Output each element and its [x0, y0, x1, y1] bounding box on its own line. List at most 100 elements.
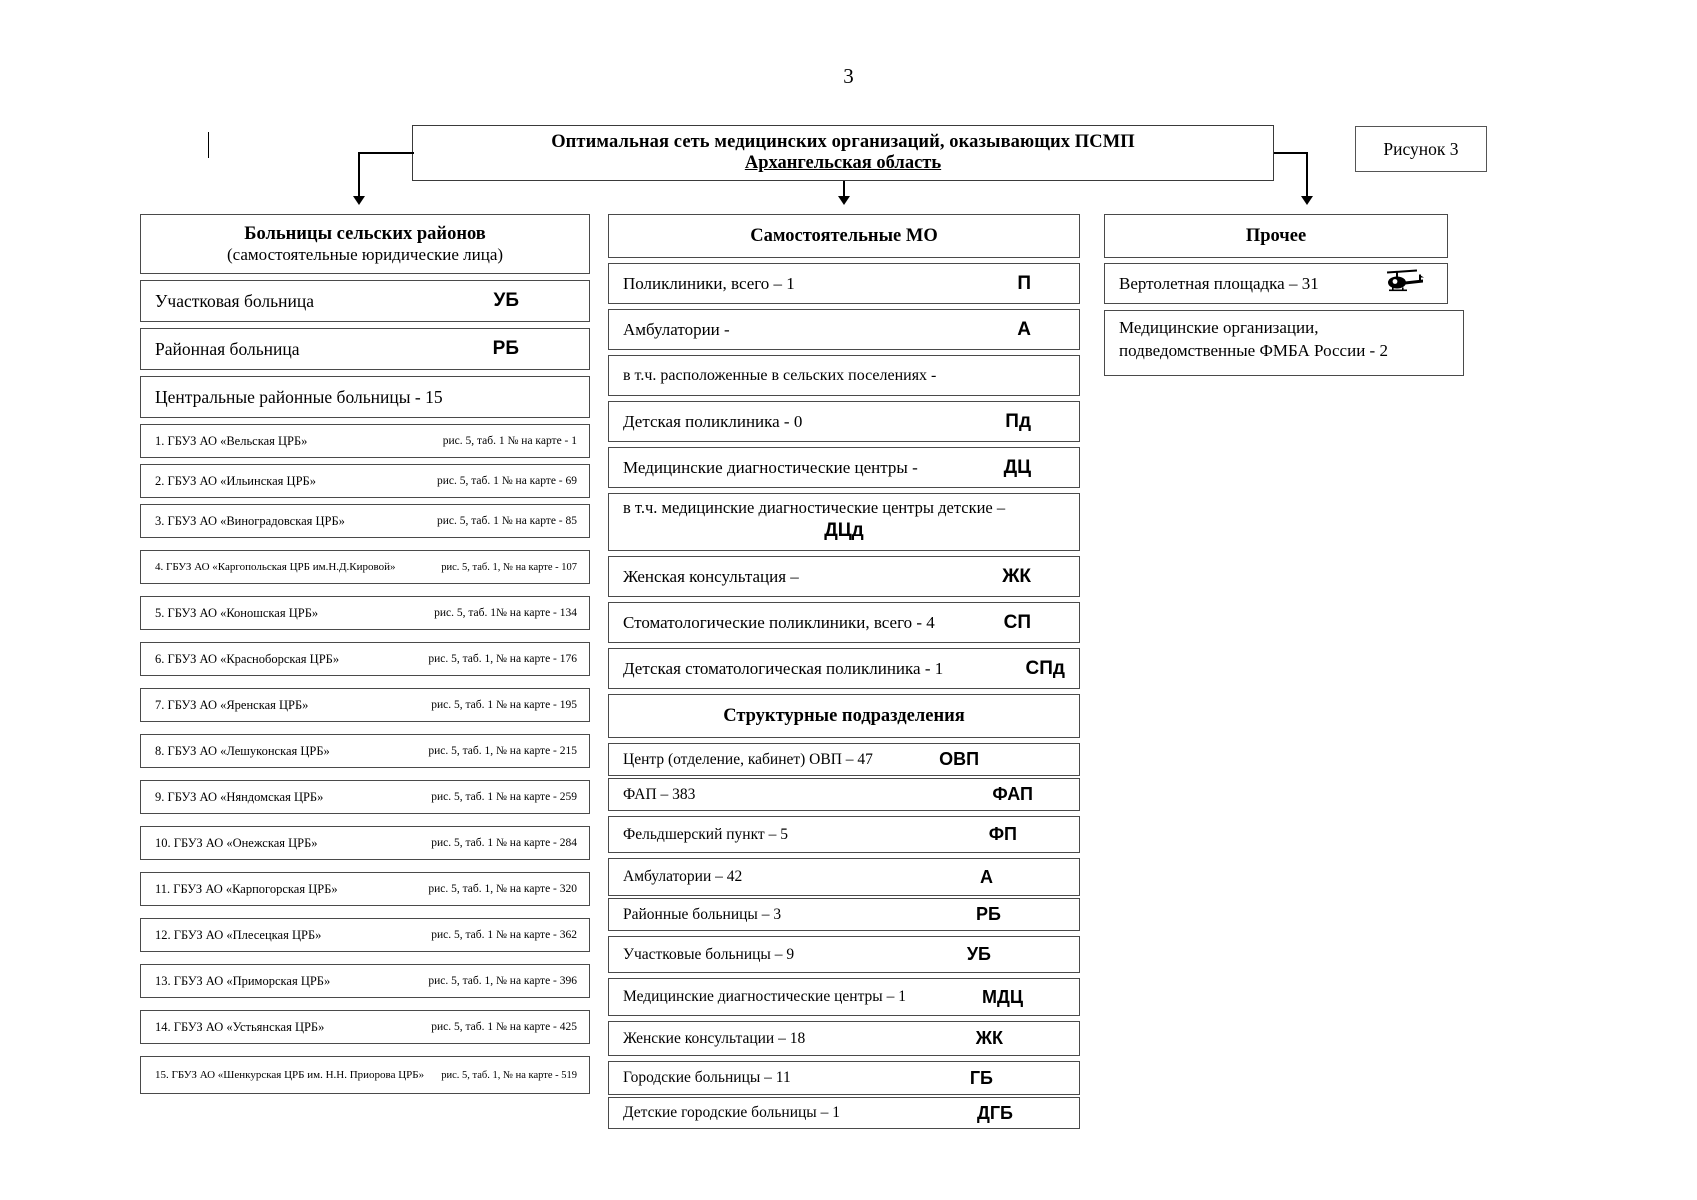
- row-label: Вертолетная площадка – 31: [1119, 273, 1319, 293]
- row-abbr: СП: [1003, 611, 1031, 633]
- table-row[interactable]: 13. ГБУЗ АО «Приморская ЦРБ» рис. 5, таб…: [140, 964, 590, 998]
- row-abbr: ДЦд: [824, 520, 864, 541]
- hospital-ref: рис. 5, таб. 1№ на карте - 134: [434, 607, 577, 619]
- connector-mid-arrow-icon: [838, 196, 850, 205]
- list-item-centralnye-rayonnye-bolnicy[interactable]: Центральные районные больницы - 15: [140, 376, 590, 418]
- list-item-ambulatorii[interactable]: Амбулатории - А: [608, 309, 1080, 350]
- list-item-feldsherskiy-punkt[interactable]: Фельдшерский пункт – 5 ФП: [608, 816, 1080, 853]
- row-label: Амбулатории -: [623, 319, 730, 339]
- list-item-detskaya-poliklinika[interactable]: Детская поликлиника - 0 Пд: [608, 401, 1080, 442]
- row-abbr: А: [980, 866, 993, 887]
- diagram-title-box: Оптимальная сеть медицинских организаций…: [412, 125, 1274, 181]
- table-row[interactable]: 14. ГБУЗ АО «Устьянская ЦРБ» рис. 5, таб…: [140, 1010, 590, 1044]
- connector-left-vertical: [358, 152, 360, 200]
- section-header-strukturnye-podrazdeleniya: Структурные подразделения: [608, 694, 1080, 738]
- row-label: Поликлиники, всего – 1: [623, 273, 795, 293]
- page-number: 3: [843, 64, 854, 88]
- list-item-rayonnye-bolnicy[interactable]: Районные больницы – 3 РБ: [608, 898, 1080, 931]
- row-abbr: МДЦ: [982, 986, 1023, 1007]
- row-abbr: ФП: [988, 824, 1017, 844]
- table-row[interactable]: 4. ГБУЗ АО «Каргопольская ЦРБ им.Н.Д.Кир…: [140, 550, 590, 584]
- row-abbr: Пд: [1005, 410, 1031, 432]
- row-label: Фельдшерский пункт – 5: [623, 825, 788, 843]
- table-row[interactable]: 7. ГБУЗ АО «Яренская ЦРБ» рис. 5, таб. 1…: [140, 688, 590, 722]
- row-label: Районные больницы – 3: [623, 905, 782, 923]
- margin-tick-mark: [208, 132, 209, 158]
- hospital-ref: рис. 5, таб. 1 № на карте - 362: [431, 929, 577, 941]
- connector-left-horizontal: [358, 152, 414, 154]
- row-abbr: ГБ: [969, 1067, 993, 1088]
- hospital-ref: рис. 5, таб. 1, № на карте - 396: [428, 975, 577, 987]
- row-label: в т.ч. расположенные в сельских поселени…: [623, 366, 937, 384]
- right-column: Прочее Вертолетная площадка – 31 Медицин…: [1104, 214, 1464, 376]
- table-row[interactable]: 2. ГБУЗ АО «Ильинская ЦРБ» рис. 5, таб. …: [140, 464, 590, 498]
- list-item-ambulatorii-42[interactable]: Амбулатории – 42 А: [608, 858, 1080, 896]
- hospital-ref: рис. 5, таб. 1 № на карте - 284: [431, 837, 577, 849]
- list-item-vertoletnaya-ploshchadka[interactable]: Вертолетная площадка – 31: [1104, 263, 1448, 304]
- list-item-gorodskie-bolnicy[interactable]: Городские больницы – 11 ГБ: [608, 1061, 1080, 1095]
- list-item-zhenskaya-konsultaciya[interactable]: Женская консультация – ЖК: [608, 556, 1080, 597]
- list-item-ovp[interactable]: Центр (отделение, кабинет) ОВП – 47 ОВП: [608, 743, 1080, 776]
- row-label: Городские больницы – 11: [623, 1069, 791, 1086]
- list-item-zhenskie-konsultacii[interactable]: Женские консультации – 18 ЖК: [608, 1021, 1080, 1056]
- list-item-diagnosticheskie-centry[interactable]: Медицинские диагностические центры - ДЦ: [608, 447, 1080, 488]
- list-item-stomatologicheskie-polikliniki[interactable]: Стоматологические поликлиники, всего - 4…: [608, 602, 1080, 643]
- row-abbr: ДГБ: [977, 1102, 1013, 1123]
- list-item-uchastkovaya-bolnica[interactable]: Участковая больница УБ: [140, 280, 590, 322]
- hospital-name: 10. ГБУЗ АО «Онежская ЦРБ»: [155, 835, 318, 850]
- hospital-ref: рис. 5, таб. 1, № на карте - 320: [428, 883, 577, 895]
- table-row[interactable]: 10. ГБУЗ АО «Онежская ЦРБ» рис. 5, таб. …: [140, 826, 590, 860]
- table-row[interactable]: 1. ГБУЗ АО «Вельская ЦРБ» рис. 5, таб. 1…: [140, 424, 590, 458]
- list-item-detskie-gorodskie-bolnicy[interactable]: Детские городские больницы – 1 ДГБ: [608, 1097, 1080, 1129]
- hospital-name: 3. ГБУЗ АО «Виноградовская ЦРБ»: [155, 513, 345, 528]
- row-label: Медицинские диагностические центры – 1: [623, 988, 906, 1005]
- row-label: Участковая больница: [155, 290, 314, 311]
- list-item-selskie-poseleniya[interactable]: в т.ч. расположенные в сельских поселени…: [608, 355, 1080, 396]
- hospital-name: 12. ГБУЗ АО «Плесецкая ЦРБ»: [155, 927, 322, 942]
- list-item-polikliniki[interactable]: Поликлиники, всего – 1 П: [608, 263, 1080, 304]
- hospital-name: 5. ГБУЗ АО «Коношская ЦРБ»: [155, 605, 319, 620]
- table-row[interactable]: 15. ГБУЗ АО «Шенкурская ЦРБ им. Н.Н. При…: [140, 1056, 590, 1094]
- list-item-fmba[interactable]: Медицинские организации, подведомственны…: [1104, 310, 1464, 376]
- hospital-name: 14. ГБУЗ АО «Устьянская ЦРБ»: [155, 1019, 325, 1034]
- figure-label-box: Рисунок 3: [1355, 126, 1487, 172]
- row-label: Районная больница: [155, 338, 300, 359]
- fmba-line1: Медицинские организации,: [1119, 318, 1319, 337]
- row-label: Женская консультация –: [623, 566, 799, 586]
- list-item-diagnosticheskie-centry-detskie[interactable]: в т.ч. медицинские диагностические центр…: [608, 493, 1080, 551]
- middle-column-header: Самостоятельные МО: [608, 214, 1080, 258]
- row-label: Детская стоматологическая поликлиника - …: [623, 658, 944, 678]
- row-abbr: УБ: [966, 944, 991, 964]
- row-label: Центр (отделение, кабинет) ОВП – 47: [623, 750, 873, 768]
- table-row[interactable]: 6. ГБУЗ АО «Красноборская ЦРБ» рис. 5, т…: [140, 642, 590, 676]
- middle-column: Самостоятельные МО Поликлиники, всего – …: [608, 214, 1080, 1129]
- list-item-uchastkovye-bolnicy[interactable]: Участковые больницы – 9 УБ: [608, 936, 1080, 973]
- hospital-name: 9. ГБУЗ АО «Няндомская ЦРБ»: [155, 789, 324, 804]
- hospital-ref: рис. 5, таб. 1, № на карте - 107: [441, 561, 577, 573]
- table-row[interactable]: 11. ГБУЗ АО «Карпогорская ЦРБ» рис. 5, т…: [140, 872, 590, 906]
- list-item-mdc[interactable]: Медицинские диагностические центры – 1 М…: [608, 978, 1080, 1016]
- list-item-rayonnaya-bolnica[interactable]: Районная больница РБ: [140, 328, 590, 370]
- left-column-header-line2: (самостоятельные юридические лица): [226, 244, 504, 264]
- left-column-header: Больницы сельских районов (самостоятельн…: [140, 214, 590, 274]
- list-item-fap[interactable]: ФАП – 383 ФАП: [608, 778, 1080, 811]
- table-row[interactable]: 12. ГБУЗ АО «Плесецкая ЦРБ» рис. 5, таб.…: [140, 918, 590, 952]
- hospital-name: 4. ГБУЗ АО «Каргопольская ЦРБ им.Н.Д.Кир…: [155, 561, 396, 573]
- row-label: Участковые больницы – 9: [623, 945, 795, 963]
- right-column-header: Прочее: [1104, 214, 1448, 258]
- row-abbr: ДЦ: [1003, 456, 1031, 478]
- hospital-name: 7. ГБУЗ АО «Яренская ЦРБ»: [155, 697, 309, 712]
- row-label: Женские консультации – 18: [623, 1029, 806, 1047]
- table-row[interactable]: 9. ГБУЗ АО «Няндомская ЦРБ» рис. 5, таб.…: [140, 780, 590, 814]
- hospital-name: 6. ГБУЗ АО «Красноборская ЦРБ»: [155, 651, 340, 666]
- table-row[interactable]: 8. ГБУЗ АО «Лешуконская ЦРБ» рис. 5, таб…: [140, 734, 590, 768]
- row-label: Медицинские диагностические центры -: [623, 457, 918, 477]
- hospital-ref: рис. 5, таб. 1 № на карте - 69: [436, 475, 577, 487]
- table-row[interactable]: 3. ГБУЗ АО «Виноградовская ЦРБ» рис. 5, …: [140, 504, 590, 538]
- row-abbr: РБ: [976, 904, 1001, 924]
- list-item-detskaya-stomatologicheskaya[interactable]: Детская стоматологическая поликлиника - …: [608, 648, 1080, 689]
- connector-mid-vertical: [843, 181, 845, 200]
- table-row[interactable]: 5. ГБУЗ АО «Коношская ЦРБ» рис. 5, таб. …: [140, 596, 590, 630]
- hospital-name: 13. ГБУЗ АО «Приморская ЦРБ»: [155, 973, 331, 988]
- hospital-name: 11. ГБУЗ АО «Карпогорская ЦРБ»: [155, 881, 338, 896]
